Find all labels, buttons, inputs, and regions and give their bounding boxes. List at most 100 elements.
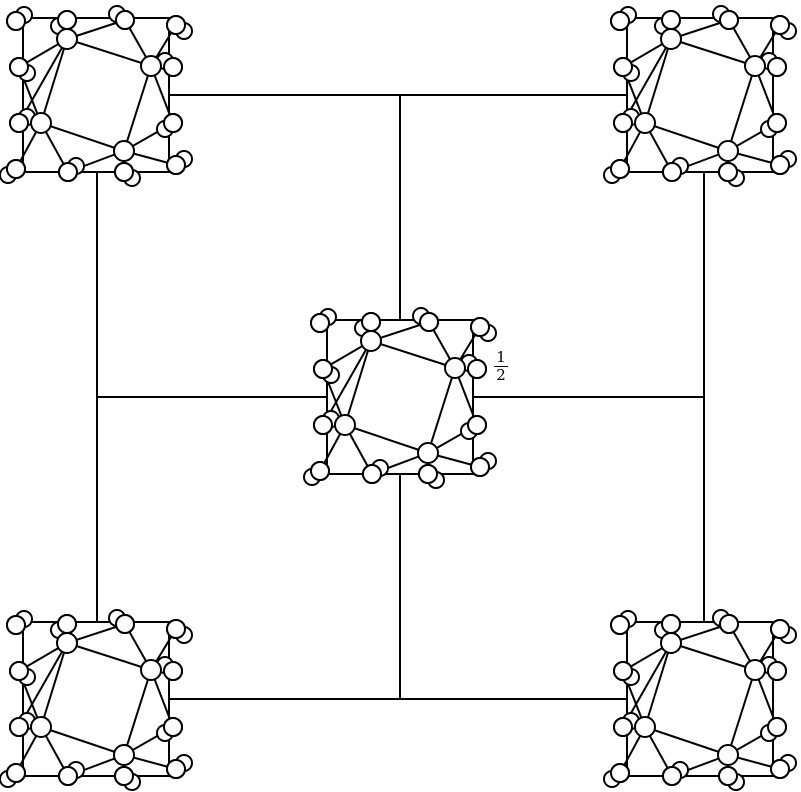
gadget-edge <box>66 38 152 67</box>
gadget-inner-vertex <box>417 442 439 464</box>
gadget-outer-vertex <box>767 717 787 737</box>
gadget-outer-vertex <box>718 766 738 786</box>
gadget-edge <box>670 642 756 671</box>
gadget-bottom-left <box>0 609 193 791</box>
gadget-outer-vertex <box>115 614 135 634</box>
gadget-outer-vertex <box>718 162 738 182</box>
fraction-bar <box>494 366 508 367</box>
gadget-outer-vertex <box>163 57 183 77</box>
gadget-inner-vertex <box>56 28 78 50</box>
gadget-outer-vertex <box>361 312 381 332</box>
gadget-outer-vertex <box>613 113 633 133</box>
gadget-outer-vertex <box>467 359 487 379</box>
gadget-outer-vertex <box>613 57 633 77</box>
gadget-outer-vertex <box>6 763 26 783</box>
gadget-inner-vertex <box>744 659 766 681</box>
gadget-top-right <box>603 5 797 187</box>
gadget-edge <box>40 38 68 124</box>
gadget-edge <box>644 122 729 152</box>
gadget-outer-vertex <box>163 717 183 737</box>
gadget-inner-vertex <box>140 55 162 77</box>
gadget-inner-vertex <box>717 140 739 162</box>
fraction-denominator: 2 <box>496 366 506 384</box>
gadget-outer-vertex <box>6 615 26 635</box>
gadget-inner-vertex <box>744 55 766 77</box>
gadget-outer-vertex <box>362 464 382 484</box>
gadget-outer-vertex <box>770 759 790 779</box>
gadget-outer-vertex <box>418 464 438 484</box>
gadget-outer-vertex <box>662 766 682 786</box>
gadget-inner-vertex <box>30 112 52 134</box>
gadget-edge <box>670 38 756 67</box>
gadget-outer-vertex <box>313 359 333 379</box>
gadget-outer-vertex <box>767 113 787 133</box>
gadget-outer-vertex <box>719 614 739 634</box>
gadget-outer-vertex <box>163 661 183 681</box>
gadget-outer-vertex <box>6 11 26 31</box>
gadget-inner-vertex <box>660 28 682 50</box>
gadget-inner-vertex <box>634 112 656 134</box>
gadget-edge <box>727 65 756 152</box>
fraction-numerator: 1 <box>496 348 506 366</box>
gadget-outer-vertex <box>9 717 29 737</box>
gadget-outer-vertex <box>310 313 330 333</box>
gadget-edge <box>427 367 456 454</box>
gadget-frame <box>22 621 170 777</box>
gadget-edge <box>40 642 68 728</box>
gadget-bottom-right <box>603 609 797 791</box>
gadget-inner-vertex <box>56 632 78 654</box>
gadget-top-left <box>0 5 193 187</box>
gadget-frame <box>626 621 774 777</box>
gadget-edge <box>644 38 672 124</box>
gadget-outer-vertex <box>467 415 487 435</box>
gadget-outer-vertex <box>610 615 630 635</box>
gadget-outer-vertex <box>419 312 439 332</box>
gadget-edge <box>644 642 672 728</box>
gadget-edge <box>40 122 125 152</box>
gadget-inner-vertex <box>444 357 466 379</box>
gadget-outer-vertex <box>9 57 29 77</box>
gadget-outer-vertex <box>166 155 186 175</box>
gadget-inner-vertex <box>360 330 382 352</box>
gadgets <box>0 5 797 791</box>
gadget-outer-vertex <box>57 10 77 30</box>
gadget-outer-vertex <box>610 11 630 31</box>
gadget-outer-vertex <box>610 763 630 783</box>
gadget-outer-vertex <box>58 766 78 786</box>
gadget-outer-vertex <box>767 661 787 681</box>
gadget-inner-vertex <box>660 632 682 654</box>
gadget-frame <box>326 319 474 475</box>
gadget-outer-vertex <box>313 415 333 435</box>
gadget-edge <box>644 726 729 756</box>
gadget-edge <box>727 669 756 756</box>
gadget-edge <box>40 726 125 756</box>
gadget-outer-vertex <box>114 766 134 786</box>
gadget-outer-vertex <box>661 10 681 30</box>
gadget-inner-vertex <box>30 716 52 738</box>
gadget-outer-vertex <box>470 457 490 477</box>
gadget-outer-vertex <box>310 461 330 481</box>
gadget-outer-vertex <box>662 162 682 182</box>
gadget-outer-vertex <box>470 317 490 337</box>
gadget-outer-vertex <box>115 10 135 30</box>
gadget-outer-vertex <box>719 10 739 30</box>
gadget-outer-vertex <box>114 162 134 182</box>
gadget-outer-vertex <box>613 717 633 737</box>
center-fraction-label: 1 2 <box>491 350 511 383</box>
gadget-inner-vertex <box>634 716 656 738</box>
gadget-edge <box>123 669 152 756</box>
gadget-edge <box>344 340 372 426</box>
gadget-outer-vertex <box>6 159 26 179</box>
gadget-outer-vertex <box>166 759 186 779</box>
gadget-edge <box>66 642 152 671</box>
gadget-outer-vertex <box>661 614 681 634</box>
gadget-inner-vertex <box>113 140 135 162</box>
gadget-inner-vertex <box>334 414 356 436</box>
gadget-center <box>303 307 497 489</box>
gadget-outer-vertex <box>57 614 77 634</box>
gadget-outer-vertex <box>166 619 186 639</box>
gadget-edge <box>370 340 456 369</box>
gadget-outer-vertex <box>9 661 29 681</box>
gadget-inner-vertex <box>717 744 739 766</box>
